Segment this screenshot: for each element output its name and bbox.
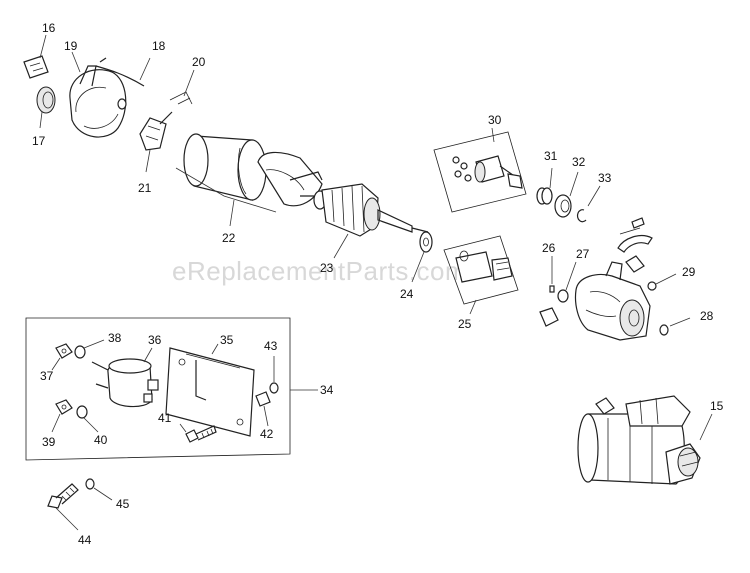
label-part-42: 42	[260, 427, 274, 441]
part-31-bushing[interactable]	[536, 167, 553, 205]
part-17-end-cap[interactable]	[36, 86, 56, 129]
part-33-retaining-ring[interactable]	[576, 185, 601, 223]
label-part-33: 33	[598, 171, 612, 185]
label-part-15: 15	[710, 399, 724, 413]
label-part-22: 22	[222, 231, 236, 245]
part-15-starter-assembly[interactable]	[577, 395, 713, 485]
part-21-brush-spring[interactable]	[139, 111, 173, 173]
label-part-31: 31	[544, 149, 558, 163]
part-42-nut[interactable]	[255, 391, 271, 427]
part-32-collar[interactable]	[554, 171, 579, 218]
part-19-end-frame[interactable]	[69, 51, 127, 138]
label-part-37: 37	[40, 369, 54, 383]
label-part-25: 25	[458, 317, 472, 331]
label-part-34: 34	[320, 383, 334, 397]
part-39-nut[interactable]	[51, 399, 73, 433]
label-part-24: 24	[400, 287, 414, 301]
part-27-washer[interactable]	[557, 261, 577, 303]
part-36-solenoid[interactable]	[91, 347, 159, 408]
label-part-32: 32	[572, 155, 586, 169]
label-part-35: 35	[220, 333, 234, 347]
label-part-43: 43	[264, 339, 278, 353]
part-29-nut[interactable]	[647, 273, 677, 291]
label-part-27: 27	[576, 247, 590, 261]
label-part-45: 45	[116, 497, 130, 511]
part-26-pin[interactable]	[549, 256, 555, 293]
label-part-16: 16	[42, 21, 56, 35]
part-16-brush-plate[interactable]	[23, 34, 49, 79]
part-23-armature[interactable]	[300, 183, 429, 259]
label-part-23: 23	[320, 261, 334, 275]
part-45-washer[interactable]	[85, 478, 113, 501]
label-part-19: 19	[64, 39, 78, 53]
label-part-44: 44	[78, 533, 92, 547]
label-part-41: 41	[158, 411, 172, 425]
label-part-29: 29	[682, 265, 696, 279]
part-22-field-frame[interactable]	[175, 133, 323, 227]
part-37-nut[interactable]	[51, 343, 73, 371]
label-part-26: 26	[542, 241, 556, 255]
label-part-17: 17	[32, 134, 46, 148]
label-part-39: 39	[42, 435, 56, 449]
part-35-mounting-bracket[interactable]	[165, 343, 255, 437]
part-18-lead-wire[interactable]	[95, 57, 151, 87]
part-30-solenoid-group[interactable]	[433, 127, 527, 213]
label-part-36: 36	[148, 333, 162, 347]
part-28-ring[interactable]	[659, 317, 691, 336]
label-part-30: 30	[488, 113, 502, 127]
part-25-drive-assembly[interactable]	[443, 235, 519, 315]
label-part-28: 28	[700, 309, 714, 323]
part-41-bolt[interactable]	[179, 423, 217, 443]
label-part-21: 21	[138, 181, 152, 195]
shift-fork-parts[interactable]	[617, 217, 653, 273]
label-part-18: 18	[152, 39, 166, 53]
part-44-bolt[interactable]	[47, 483, 79, 531]
label-part-40: 40	[94, 433, 108, 447]
part-20-brush-holder[interactable]	[169, 69, 195, 105]
shift-lever[interactable]	[539, 307, 559, 327]
watermark: eReplacementParts.com	[172, 256, 467, 286]
part-24-washer[interactable]	[411, 231, 433, 283]
drive-end-housing[interactable]	[574, 261, 651, 341]
label-part-20: 20	[192, 55, 206, 69]
part-34-solenoid-kit-box[interactable]	[25, 317, 318, 461]
part-43-lock-washer[interactable]	[269, 356, 279, 394]
label-part-38: 38	[108, 331, 122, 345]
part-38-lock-washer[interactable]	[74, 339, 105, 359]
part-40-lock-washer[interactable]	[76, 405, 99, 433]
